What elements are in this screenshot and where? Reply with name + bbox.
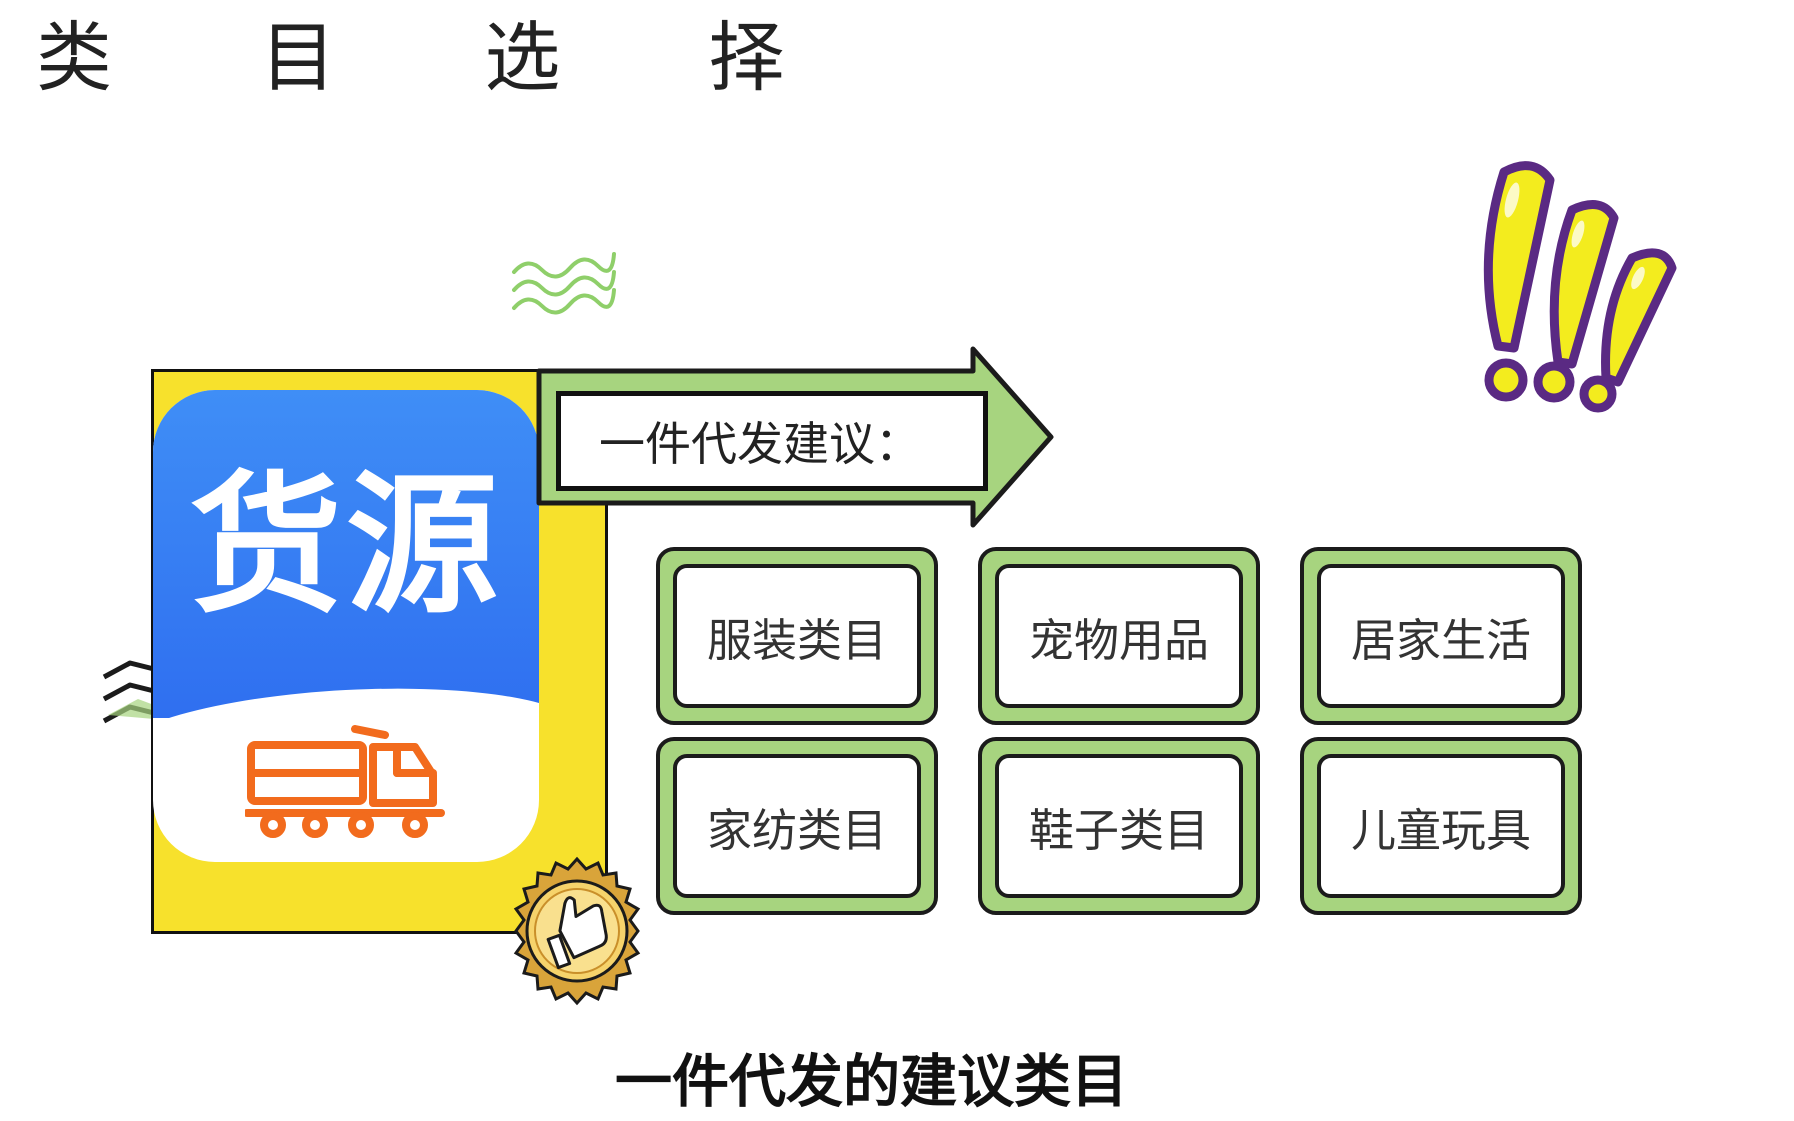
category-card-shoes[interactable]: 鞋子类目 xyxy=(978,737,1260,915)
wavy-lines-icon xyxy=(512,252,616,315)
truck-icon xyxy=(245,725,445,838)
category-card-kids-toys[interactable]: 儿童玩具 xyxy=(1300,737,1582,915)
thumbs-up-badge-icon xyxy=(513,856,641,1006)
category-card-pets[interactable]: 宠物用品 xyxy=(978,547,1260,725)
category-card-clothing[interactable]: 服装类目 xyxy=(656,547,938,725)
category-label[interactable]: 儿童玩具 xyxy=(1317,754,1565,898)
exclamation-marks-icon xyxy=(1483,161,1677,413)
category-label[interactable]: 居家生活 xyxy=(1317,564,1565,708)
category-label[interactable]: 宠物用品 xyxy=(995,564,1243,708)
page-title: 类 目 选 择 xyxy=(36,13,847,102)
category-label[interactable]: 服装类目 xyxy=(673,564,921,708)
arrow-label: 一件代发建议： xyxy=(556,391,988,491)
app-icon-label: 货源 xyxy=(190,457,502,634)
category-card-home-living[interactable]: 居家生活 xyxy=(1300,547,1582,725)
category-card-home-textiles[interactable]: 家纺类目 xyxy=(656,737,938,915)
category-label[interactable]: 鞋子类目 xyxy=(995,754,1243,898)
category-label[interactable]: 家纺类目 xyxy=(673,754,921,898)
app-icon[interactable]: 货源 xyxy=(153,390,539,862)
caption: 一件代发的建议类目 xyxy=(615,1049,1128,1115)
chevron-lines-icon xyxy=(102,660,155,724)
app-icon-background xyxy=(153,390,539,718)
